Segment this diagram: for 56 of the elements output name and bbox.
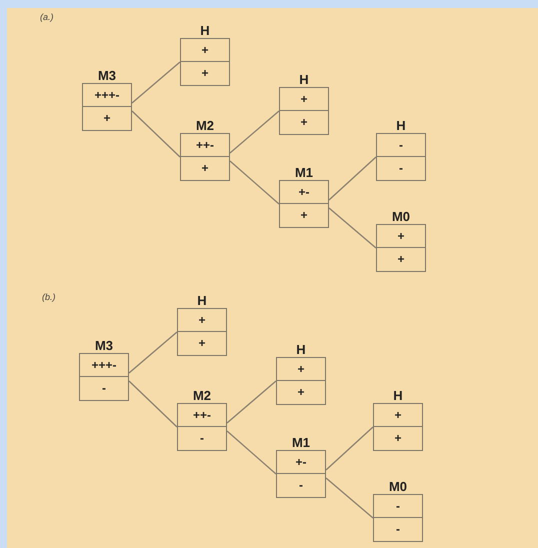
- connector-line: [326, 478, 374, 518]
- node-heading: M0: [388, 480, 408, 494]
- node-heading: H: [295, 343, 307, 357]
- sign-cell: +: [279, 204, 329, 228]
- sign-cell: ++-: [180, 133, 230, 157]
- node-heading: M3: [96, 69, 118, 83]
- sign-cell: +-: [276, 450, 326, 474]
- sign-cell: ++-: [177, 403, 227, 427]
- sign-cell: +: [82, 107, 132, 131]
- sign-cell: +: [376, 224, 426, 248]
- node-heading: M0: [390, 210, 412, 224]
- node-heading: H: [199, 24, 211, 38]
- connector-line: [328, 156, 376, 200]
- sign-cell: -: [177, 427, 227, 451]
- connector-line: [132, 110, 180, 158]
- sign-cell: +: [180, 62, 230, 86]
- node-heading: M1: [294, 166, 314, 180]
- sign-cell: +: [180, 38, 230, 62]
- node-heading: H: [196, 294, 208, 308]
- connector-line: [326, 426, 374, 470]
- sign-cell: -: [79, 377, 129, 401]
- sign-cell: +: [373, 403, 423, 427]
- sign-cell: +++-: [79, 353, 129, 377]
- connector-line: [230, 160, 280, 204]
- sign-cell: -: [376, 133, 426, 157]
- sign-cell: +: [279, 111, 329, 135]
- sign-cell: +: [180, 157, 230, 181]
- node-heading: M2: [192, 389, 212, 403]
- sign-cell: -: [376, 157, 426, 181]
- sign-cell: -: [373, 494, 423, 518]
- node-heading: H: [298, 73, 310, 87]
- sign-cell: -: [276, 474, 326, 498]
- sign-cell: +: [376, 248, 426, 272]
- sign-cell: +++-: [82, 83, 132, 107]
- sign-cell: +: [279, 87, 329, 111]
- sign-cell: -: [373, 518, 423, 542]
- connector-line: [132, 62, 180, 104]
- sign-cell: +: [276, 381, 326, 405]
- sign-cell: +-: [279, 180, 329, 204]
- sign-cell: +: [177, 308, 227, 332]
- sign-cell: +: [373, 427, 423, 451]
- connector-line: [226, 430, 276, 474]
- connector-line: [128, 380, 178, 428]
- node-heading: H: [395, 119, 407, 133]
- sign-cell: +: [177, 332, 227, 356]
- panel-label: (b.): [42, 292, 56, 302]
- connector-line: [230, 110, 280, 154]
- node-heading: M3: [94, 339, 114, 353]
- node-heading: M2: [194, 119, 216, 133]
- connector-line: [328, 208, 376, 248]
- sign-cell: +: [276, 357, 326, 381]
- node-heading: H: [392, 389, 404, 403]
- connector-line: [128, 332, 178, 374]
- panel-label: (a.): [40, 12, 54, 22]
- node-heading: M1: [290, 436, 312, 450]
- connector-line: [226, 380, 276, 424]
